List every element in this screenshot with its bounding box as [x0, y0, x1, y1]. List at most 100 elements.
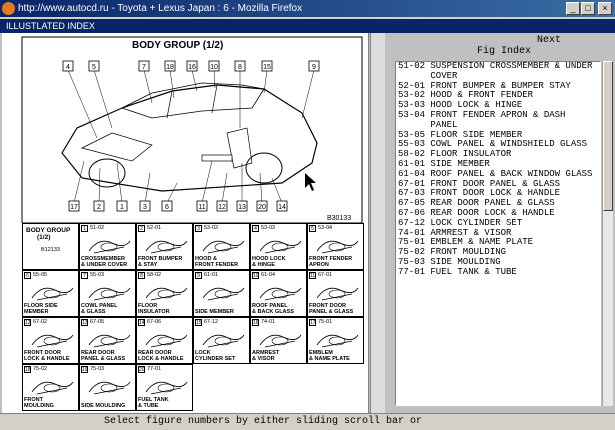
fig-index-item[interactable]: 67-06 REAR DOOR LOCK & HANDLE	[398, 207, 555, 218]
callout-number[interactable]: 6	[165, 204, 169, 211]
callout-box[interactable]	[164, 60, 176, 72]
fig-index-item[interactable]: 75-01 EMBLEM & NAME PLATE	[398, 237, 534, 248]
callout-number[interactable]: 17	[70, 204, 78, 211]
fig-index-item[interactable]: 58-02 FLOOR INSULATOR	[398, 149, 512, 160]
part-sketch-icon	[88, 381, 131, 395]
callout-box[interactable]	[208, 60, 220, 72]
thumbnail-label: FRONT DOOR LOCK & HANDLE	[24, 350, 70, 362]
fig-index-list[interactable]: 51-02 SUSPENSION CROSSMEMBER & UNDER COV…	[395, 61, 601, 406]
callout-box[interactable]	[186, 60, 198, 72]
callout-number[interactable]: 8	[238, 64, 242, 71]
callout-box[interactable]	[261, 60, 273, 72]
thumbnail-label: SIDE MEMBER	[195, 309, 234, 315]
callout-number[interactable]: 16	[188, 64, 196, 71]
callout-box[interactable]	[196, 200, 208, 212]
callout-number[interactable]: 1	[120, 204, 124, 211]
fig-index-item[interactable]: 61-01 SIDE MEMBER	[398, 158, 490, 169]
callout-number[interactable]: 12	[218, 204, 226, 211]
car-illustration[interactable]: BODY GROUP (1/2)	[2, 33, 368, 224]
callout-box[interactable]	[216, 200, 228, 212]
fig-index-item[interactable]: 67-05 REAR DOOR PANEL & GLASS	[398, 198, 555, 209]
callout-box[interactable]	[234, 60, 246, 72]
callout-number[interactable]: 20	[258, 204, 266, 211]
close-button[interactable]: ×	[598, 2, 612, 15]
callout-number[interactable]: 14	[278, 204, 286, 211]
callout-box[interactable]	[161, 200, 173, 212]
fig-index-item[interactable]: 53-02 HOOD & FRONT FENDER	[398, 90, 534, 101]
fig-index-item[interactable]: 53-04 FRONT FENDER APRON & DASH	[398, 109, 566, 120]
callout-box[interactable]	[62, 60, 74, 72]
panel-title: ILLUSTLATED INDEX	[6, 21, 95, 31]
callout-box[interactable]	[256, 200, 268, 212]
fig-index-item[interactable]: 53-03 HOOD LOCK & HINGE	[398, 100, 523, 111]
callout-number[interactable]: 7	[142, 64, 146, 71]
callout-box[interactable]	[93, 200, 105, 212]
thumbnail-number: 8	[138, 272, 145, 279]
minimize-button[interactable]: _	[566, 2, 580, 15]
callout-number[interactable]: 10	[210, 64, 218, 71]
callout-box[interactable]	[139, 200, 151, 212]
callout-number[interactable]: 4	[66, 64, 70, 71]
part-sketch-icon	[202, 334, 245, 348]
thumbnail-code: 67-12	[204, 319, 219, 325]
thumbnail-code: 61-01	[204, 272, 219, 278]
callout-number[interactable]: 5	[92, 64, 96, 71]
fig-index-item[interactable]: 77-01 FUEL TANK & TUBE	[398, 266, 517, 277]
fig-list-scrollbar[interactable]	[602, 61, 613, 406]
scrollbar-thumb[interactable]	[603, 61, 613, 211]
callout-box[interactable]	[236, 200, 248, 212]
callout-number[interactable]: 11	[198, 204, 205, 211]
callout-box[interactable]	[68, 200, 80, 212]
callout-number[interactable]: 2	[97, 204, 101, 211]
fig-index-item[interactable]: 67-01 FRONT DOOR PANEL & GLASS	[398, 178, 561, 189]
thumbnail-number: 16	[252, 319, 259, 326]
fig-index-item[interactable]: 53-05 FLOOR SIDE MEMBER	[398, 129, 523, 140]
callout-box[interactable]	[116, 200, 128, 212]
drawing-scrollbar[interactable]	[370, 33, 385, 413]
fig-index-item[interactable]: 52-01 FRONT BUMPER & BUMPER STAY	[398, 80, 571, 91]
next-button[interactable]: Next	[537, 35, 562, 46]
maximize-button[interactable]: □	[581, 2, 595, 15]
callout-number[interactable]: 18	[166, 64, 174, 71]
callout-box[interactable]	[88, 60, 100, 72]
fig-index-item[interactable]: 67-12 LOCK CYLINDER SET	[398, 217, 523, 228]
fig-index-item[interactable]: 67-03 FRONT DOOR LOCK & HANDLE	[398, 188, 561, 199]
fig-index-item[interactable]: 51-02 SUSPENSION CROSSMEMBER & UNDER	[398, 61, 593, 71]
callout-box[interactable]	[276, 200, 288, 212]
thumbnail-code: 74-01	[261, 319, 276, 325]
fig-index-item[interactable]: 74-01 ARMREST & VISOR	[398, 227, 512, 238]
callout-number[interactable]: 3	[143, 204, 147, 211]
callout-number[interactable]: 15	[263, 64, 271, 71]
fig-index-item[interactable]: COVER	[398, 70, 458, 81]
callout-box[interactable]	[138, 60, 150, 72]
fig-index-item[interactable]: 75-02 FRONT MOULDING	[398, 247, 507, 258]
callout-box[interactable]	[308, 60, 320, 72]
fig-index-item[interactable]: PANEL	[398, 119, 458, 130]
fig-index-item[interactable]: 75-03 SIDE MOULDING	[398, 256, 501, 267]
callout-number[interactable]: 9	[312, 64, 316, 71]
callout-number[interactable]: 13	[238, 204, 246, 211]
fig-index-item[interactable]: 55-03 COWL PANEL & WINDSHIELD GLASS	[398, 139, 588, 150]
fig-index-item[interactable]: 61-04 ROOF PANEL & BACK WINDOW GLASS	[398, 168, 593, 179]
thumbnail-label: ROOF PANEL & BACK GLASS	[252, 303, 294, 315]
